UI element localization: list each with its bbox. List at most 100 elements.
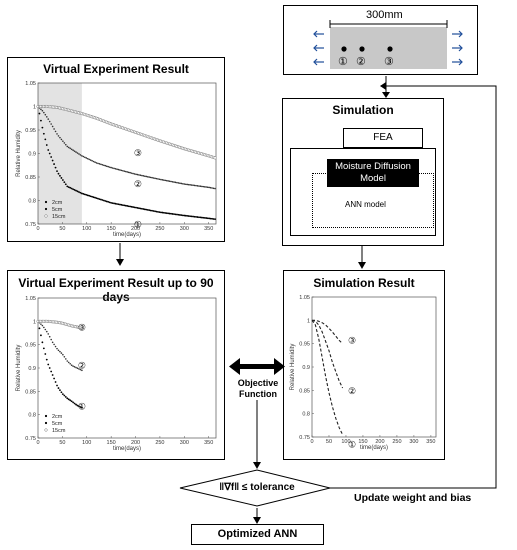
data-point — [165, 179, 168, 182]
data-point — [57, 387, 60, 389]
data-point — [152, 210, 155, 212]
data-point — [142, 175, 145, 177]
data-point — [168, 212, 171, 215]
data-point — [154, 210, 156, 213]
data-point — [213, 156, 217, 160]
data-point — [180, 182, 183, 185]
data-point — [126, 205, 129, 207]
data-point — [69, 363, 71, 365]
x-tick-label: 150 — [358, 439, 367, 445]
data-point — [64, 358, 67, 360]
data-point — [139, 174, 142, 177]
optimized-ann-box: Optimized ANN — [191, 524, 324, 545]
legend-label: 15cm — [52, 428, 66, 434]
data-point — [67, 186, 70, 189]
x-tick-label: 350 — [204, 226, 213, 232]
fea-box: FEA — [343, 128, 423, 148]
data-point — [51, 341, 54, 344]
data-point — [48, 335, 51, 338]
data-point — [181, 214, 184, 217]
data-point — [180, 214, 183, 217]
y-tick-label: 0.8 — [302, 412, 310, 418]
data-point — [208, 217, 211, 220]
data-point — [177, 213, 180, 216]
data-point — [152, 177, 155, 179]
data-point — [142, 208, 145, 210]
data-point — [114, 167, 117, 170]
data-point — [41, 109, 44, 112]
data-point — [47, 149, 50, 151]
data-point — [113, 202, 115, 205]
data-point — [72, 149, 74, 152]
data-point — [195, 184, 197, 187]
data-point — [38, 327, 41, 330]
data-point — [104, 200, 107, 202]
series-marker-2: ② — [348, 386, 356, 396]
data-point — [94, 196, 96, 199]
data-point — [183, 214, 186, 217]
data-point — [192, 184, 194, 187]
data-point — [69, 399, 72, 402]
legend-marker — [44, 428, 48, 432]
data-point — [60, 138, 63, 141]
data-point — [62, 140, 64, 142]
data-point — [50, 370, 53, 373]
data-point — [205, 217, 208, 219]
data-point — [57, 172, 60, 175]
data-point — [75, 403, 77, 406]
specimen-marker-2: ② — [356, 56, 366, 68]
data-point — [214, 187, 216, 190]
data-point — [53, 163, 55, 165]
data-point — [78, 368, 80, 370]
data-point — [81, 155, 83, 157]
x-tick-label: 150 — [107, 440, 116, 446]
data-point — [75, 151, 77, 153]
data-point — [190, 184, 193, 186]
series-marker-2: ② — [78, 360, 86, 370]
data-point — [154, 177, 156, 180]
data-point — [67, 146, 70, 149]
data-point — [66, 397, 69, 400]
data-point — [47, 333, 50, 335]
y-tick-label: 1 — [33, 319, 36, 325]
data-point — [159, 211, 162, 214]
x-tick-label: 50 — [326, 439, 332, 445]
legend-marker — [44, 414, 48, 418]
data-point — [75, 189, 77, 192]
data-point — [64, 183, 67, 186]
data-point — [179, 182, 181, 185]
data-point — [120, 203, 123, 206]
data-point — [196, 216, 199, 218]
data-point — [144, 175, 146, 177]
data-point — [162, 211, 165, 214]
data-point — [57, 349, 60, 352]
x-tick-label: 100 — [82, 440, 91, 446]
legend-label: 2cm — [52, 414, 63, 420]
data-point — [202, 216, 205, 219]
data-point — [88, 194, 91, 197]
data-point — [60, 391, 63, 394]
data-point — [117, 203, 120, 206]
y-tick-label: 1.05 — [299, 295, 310, 301]
y-tick-label: 1.05 — [25, 296, 36, 302]
data-point — [195, 215, 197, 218]
data-point — [148, 209, 151, 212]
data-point — [157, 210, 159, 213]
data-point — [164, 179, 167, 182]
data-point — [85, 157, 88, 159]
data-point — [45, 330, 48, 333]
series-marker-3: ③ — [78, 322, 86, 332]
simulation-result-title: Simulation Result — [313, 276, 415, 290]
y-tick-label: 0.95 — [25, 343, 36, 349]
data-point — [54, 130, 57, 133]
data-point — [42, 347, 45, 350]
data-point — [179, 214, 181, 216]
series-line-2 — [311, 319, 344, 389]
data-point — [116, 168, 118, 170]
data-point — [98, 163, 101, 165]
data-point — [205, 186, 208, 188]
data-point — [97, 162, 99, 165]
data-point — [89, 159, 92, 161]
data-point — [66, 360, 69, 362]
data-point — [110, 201, 113, 204]
